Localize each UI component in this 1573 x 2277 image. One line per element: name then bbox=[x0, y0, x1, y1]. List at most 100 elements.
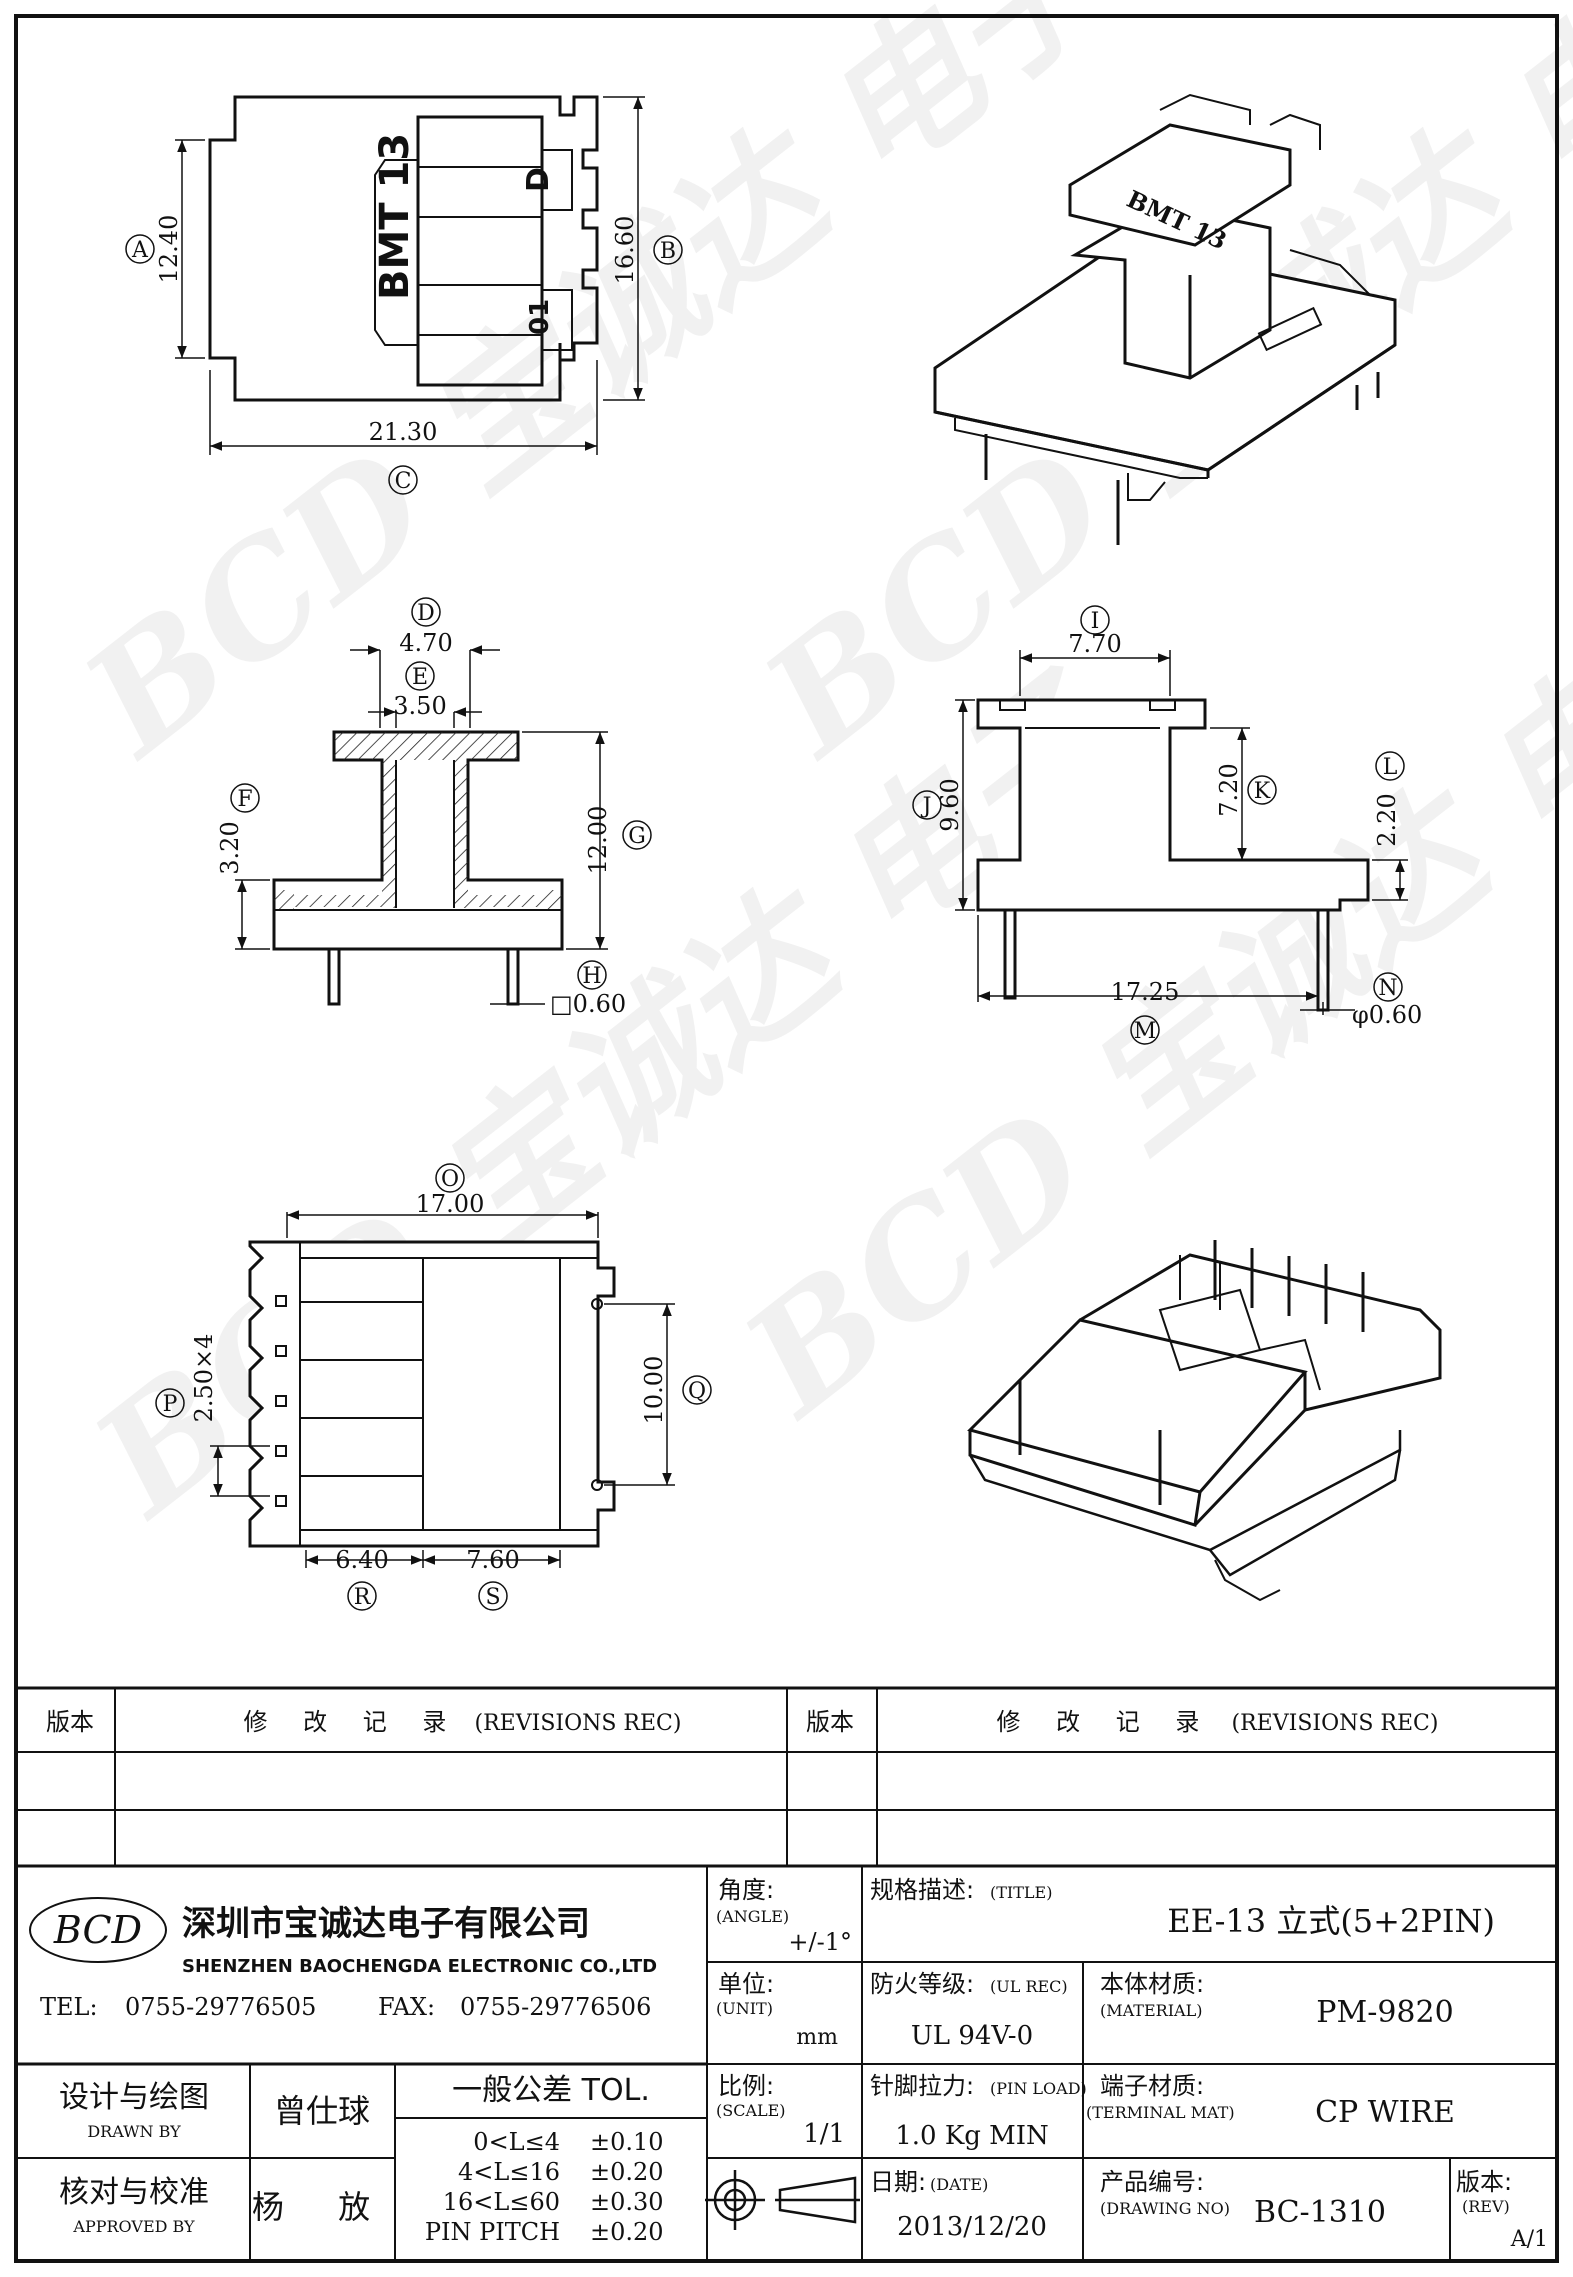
designer-value: 曾仕球 bbox=[274, 2092, 370, 2130]
revision-version-header-2: 版本 bbox=[806, 1708, 854, 1736]
tolerance-value: ±0.20 bbox=[590, 2158, 664, 2186]
dim-value-i: 7.70 bbox=[1068, 630, 1121, 658]
drawing-no-label: 产品编号: bbox=[1100, 2168, 1204, 2196]
company-logo: BCD bbox=[29, 1897, 167, 1963]
dim-label-n: N φ0.60 bbox=[1352, 972, 1422, 1029]
svg-text:R: R bbox=[354, 1585, 372, 1610]
dim-value-j: 9.60 bbox=[936, 778, 964, 831]
revision-record-header-2: 修 改 记 录 bbox=[997, 1708, 1214, 1736]
rev-value: A/1 bbox=[1510, 2227, 1548, 2252]
front-view-section bbox=[272, 730, 564, 951]
material-label: 本体材质: bbox=[1100, 1970, 1204, 1998]
tolerance-label: 一般公差 TOL. bbox=[452, 2073, 650, 2108]
revision-record-header-en: (REVISIONS REC) bbox=[475, 1711, 682, 1736]
dim-label-f: F 3.20 bbox=[216, 783, 260, 875]
dim-label-j: J 9.60 bbox=[912, 778, 964, 832]
tolerance-value: ±0.20 bbox=[590, 2218, 664, 2246]
bobbin-marking-code: 01 bbox=[525, 299, 555, 335]
terminal-label-en: (TERMINAL MAT) bbox=[1086, 2103, 1235, 2122]
side-view-outline bbox=[976, 698, 1370, 912]
sheet-border bbox=[14, 14, 1559, 2263]
drawing-no-label-en: (DRAWING NO) bbox=[1100, 2199, 1230, 2218]
date-value: 2013/12/20 bbox=[897, 2212, 1047, 2242]
revision-table bbox=[18, 1686, 1555, 1868]
rev-label-en: (REV) bbox=[1462, 2197, 1510, 2216]
scale-label-en: (SCALE) bbox=[716, 2101, 786, 2120]
tel-label: TEL: bbox=[40, 1993, 98, 2021]
dim-label-g: G 12.00 bbox=[584, 806, 652, 874]
tolerance-range: 4<L≤16 bbox=[458, 2158, 560, 2186]
svg-text:B: B bbox=[660, 239, 676, 264]
dim-label-p: P 2.50×4 bbox=[155, 1334, 218, 1422]
angle-label: 角度: bbox=[718, 1876, 774, 1904]
dim-value-k: 7.20 bbox=[1215, 763, 1243, 816]
title-label: 规格描述: bbox=[870, 1876, 974, 1904]
pin-load-label-en: (PIN LOAD) bbox=[990, 2079, 1087, 2098]
top-view-outline bbox=[208, 95, 599, 402]
svg-text:G: G bbox=[628, 824, 646, 849]
company-name-cn: 深圳市宝诚达电子有限公司 bbox=[182, 1904, 590, 1944]
svg-text:K: K bbox=[1254, 779, 1271, 804]
dim-label-c: 21.30 C bbox=[369, 418, 438, 495]
terminal-label: 端子材质: bbox=[1100, 2072, 1204, 2100]
svg-text:J: J bbox=[921, 794, 932, 819]
tolerance-range: 16<L≤60 bbox=[443, 2188, 560, 2216]
scale-value: 1/1 bbox=[803, 2119, 845, 2149]
date-label-en: (DATE) bbox=[930, 2175, 988, 2194]
rev-label: 版本: bbox=[1456, 2168, 1512, 2196]
angle-label-en: (ANGLE) bbox=[716, 1907, 789, 1926]
side-view bbox=[955, 650, 1408, 1015]
approver-value: 杨 放 bbox=[252, 2188, 392, 2226]
dim-label-e: E 3.50 bbox=[393, 661, 447, 720]
dim-label-r: 6.40 R bbox=[335, 1546, 389, 1611]
designer-label: 设计与绘图 bbox=[59, 2080, 209, 2115]
dim-value-n: φ0.60 bbox=[1352, 1001, 1422, 1029]
ul-label: 防火等级: bbox=[870, 1970, 974, 1998]
svg-text:O: O bbox=[441, 1167, 459, 1192]
dim-label-q: Q 10.00 bbox=[640, 1356, 712, 1424]
designer-label-en: DRAWN BY bbox=[87, 2122, 181, 2141]
svg-text:S: S bbox=[485, 1585, 500, 1610]
svg-text:I: I bbox=[1091, 609, 1100, 634]
dim-value-b: 16.60 bbox=[611, 216, 639, 285]
projection-symbol-icon bbox=[705, 2170, 860, 2230]
fax-label: FAX: bbox=[378, 1993, 435, 2021]
tel-value: 0755-29776505 bbox=[125, 1993, 316, 2021]
dim-value-e: 3.50 bbox=[393, 692, 446, 720]
title-value: EE-13 立式(5+2PIN) bbox=[1167, 1902, 1495, 1940]
pin-load-value: 1.0 Kg MIN bbox=[895, 2121, 1049, 2151]
dim-label-s: 7.60 S bbox=[466, 1546, 520, 1611]
dim-label-i: I 7.70 bbox=[1068, 605, 1122, 658]
ul-label-en: (UL REC) bbox=[990, 1977, 1068, 1996]
isometric-view-top bbox=[933, 93, 1397, 545]
tolerance-value: ±0.30 bbox=[590, 2188, 664, 2216]
material-label-en: (MATERIAL) bbox=[1100, 2001, 1202, 2020]
title-block-grid bbox=[18, 1866, 1555, 2259]
dim-label-h: H □0.60 bbox=[550, 960, 626, 1018]
ul-value: UL 94V-0 bbox=[911, 2021, 1033, 2051]
angle-value: +/-1° bbox=[788, 1928, 852, 1956]
tolerance-range: PIN PITCH bbox=[425, 2218, 560, 2246]
unit-value: mm bbox=[796, 2025, 838, 2050]
scale-label: 比例: bbox=[718, 2072, 774, 2100]
dim-value-d: 4.70 bbox=[399, 629, 452, 657]
svg-text:M: M bbox=[1134, 1019, 1157, 1044]
svg-text:E: E bbox=[412, 665, 428, 690]
top-view bbox=[175, 95, 645, 455]
fax-value: 0755-29776506 bbox=[460, 1993, 651, 2021]
dim-label-d: D 4.70 bbox=[399, 597, 453, 657]
dim-value-c: 21.30 bbox=[369, 418, 438, 446]
unit-label-en: (UNIT) bbox=[716, 1999, 773, 2018]
tolerance-range: 0<L≤4 bbox=[473, 2128, 560, 2156]
revision-record-header-en-2: (REVISIONS REC) bbox=[1232, 1711, 1439, 1736]
material-value: PM-9820 bbox=[1316, 1995, 1453, 2030]
dim-label-a: A 12.40 bbox=[125, 215, 183, 283]
dim-value-h: □0.60 bbox=[550, 990, 626, 1018]
top-view-bobbin bbox=[416, 115, 544, 387]
tolerance-value: ±0.10 bbox=[590, 2128, 664, 2156]
logo-text: BCD bbox=[53, 1908, 142, 1952]
dim-value-o: 17.00 bbox=[416, 1190, 485, 1218]
company-name-en: SHENZHEN BAOCHENGDA ELECTRONIC CO.,LTD bbox=[182, 1956, 657, 1977]
unit-label: 单位: bbox=[718, 1970, 774, 1998]
approver-label-en: APPROVED BY bbox=[72, 2217, 195, 2236]
